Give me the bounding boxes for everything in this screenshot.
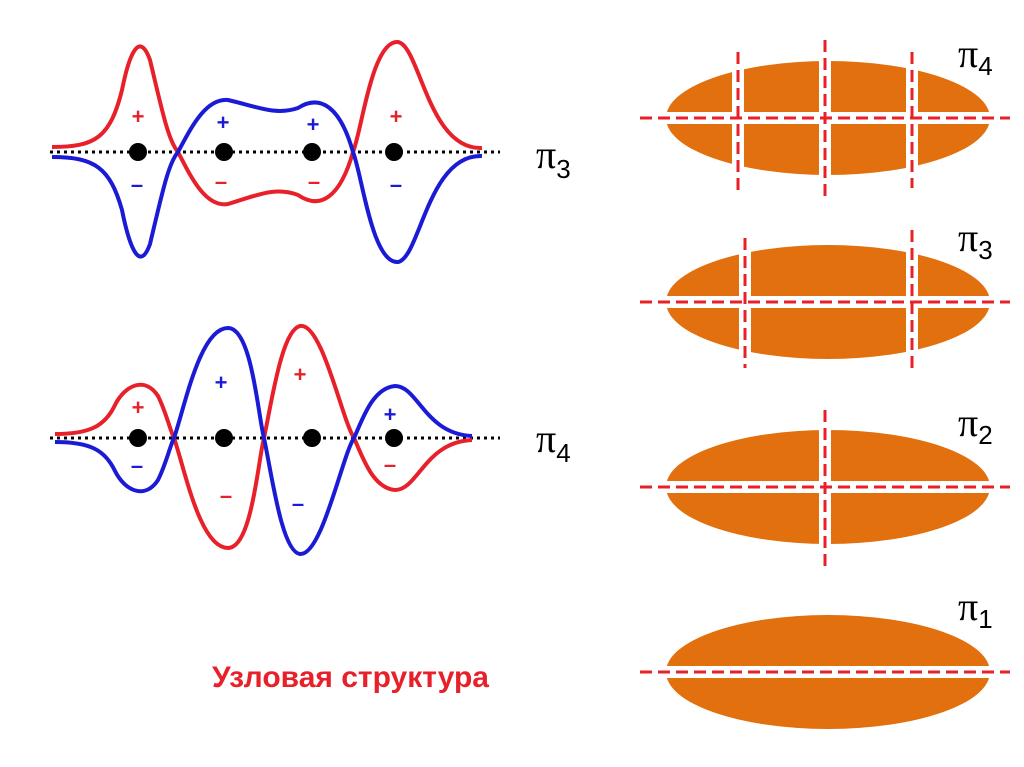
- phase-sign: –: [131, 453, 143, 478]
- phase-sign: +: [307, 112, 320, 137]
- phase-sign: +: [384, 402, 397, 427]
- wave-curve-blue: [54, 325, 473, 556]
- phase-sign: –: [390, 172, 402, 197]
- atom: [215, 429, 233, 447]
- phase-sign: +: [294, 362, 307, 387]
- atom: [129, 429, 147, 447]
- atom: [385, 429, 403, 447]
- wave-curve-red: [51, 39, 483, 207]
- phase-sign: –: [220, 483, 232, 508]
- phase-sign: +: [390, 104, 403, 129]
- phase-sign: +: [215, 370, 228, 395]
- phase-sign: –: [384, 452, 396, 477]
- orbital-label: π1: [958, 584, 993, 634]
- phase-sign: –: [131, 172, 143, 197]
- orbital-label-pi3: π3: [536, 132, 571, 184]
- phase-sign: –: [308, 169, 320, 194]
- orbital-ellipse-pi2: π2: [640, 400, 1010, 568]
- atom: [129, 143, 147, 161]
- caption-nodal-structure: Узловая структура: [212, 661, 489, 694]
- wave-curve-red: [54, 324, 473, 551]
- orbital-ellipse-pi3: π3: [640, 215, 1010, 372]
- atom: [385, 143, 403, 161]
- phase-sign: –: [215, 169, 227, 194]
- orbital-label: π3: [958, 215, 993, 265]
- atom: [303, 429, 321, 447]
- wave-diagram-pi3: + + + + – – – – π3: [50, 39, 571, 265]
- orbital-label: π2: [958, 400, 993, 450]
- atom: [303, 143, 321, 161]
- phase-sign: +: [132, 395, 145, 420]
- phase-sign: +: [132, 104, 145, 129]
- phase-sign: +: [217, 110, 230, 135]
- orbital-label: π4: [958, 31, 993, 81]
- atom: [215, 143, 233, 161]
- orbital-label-pi4: π4: [536, 416, 571, 468]
- orbital-ellipse-pi1: π1: [640, 584, 1010, 729]
- phase-sign: –: [292, 491, 304, 516]
- orbital-ellipse-pi4: π4: [640, 31, 1010, 200]
- wave-curve-blue: [51, 97, 483, 265]
- wave-diagram-pi4: + + + + – – – – π4: [50, 324, 571, 556]
